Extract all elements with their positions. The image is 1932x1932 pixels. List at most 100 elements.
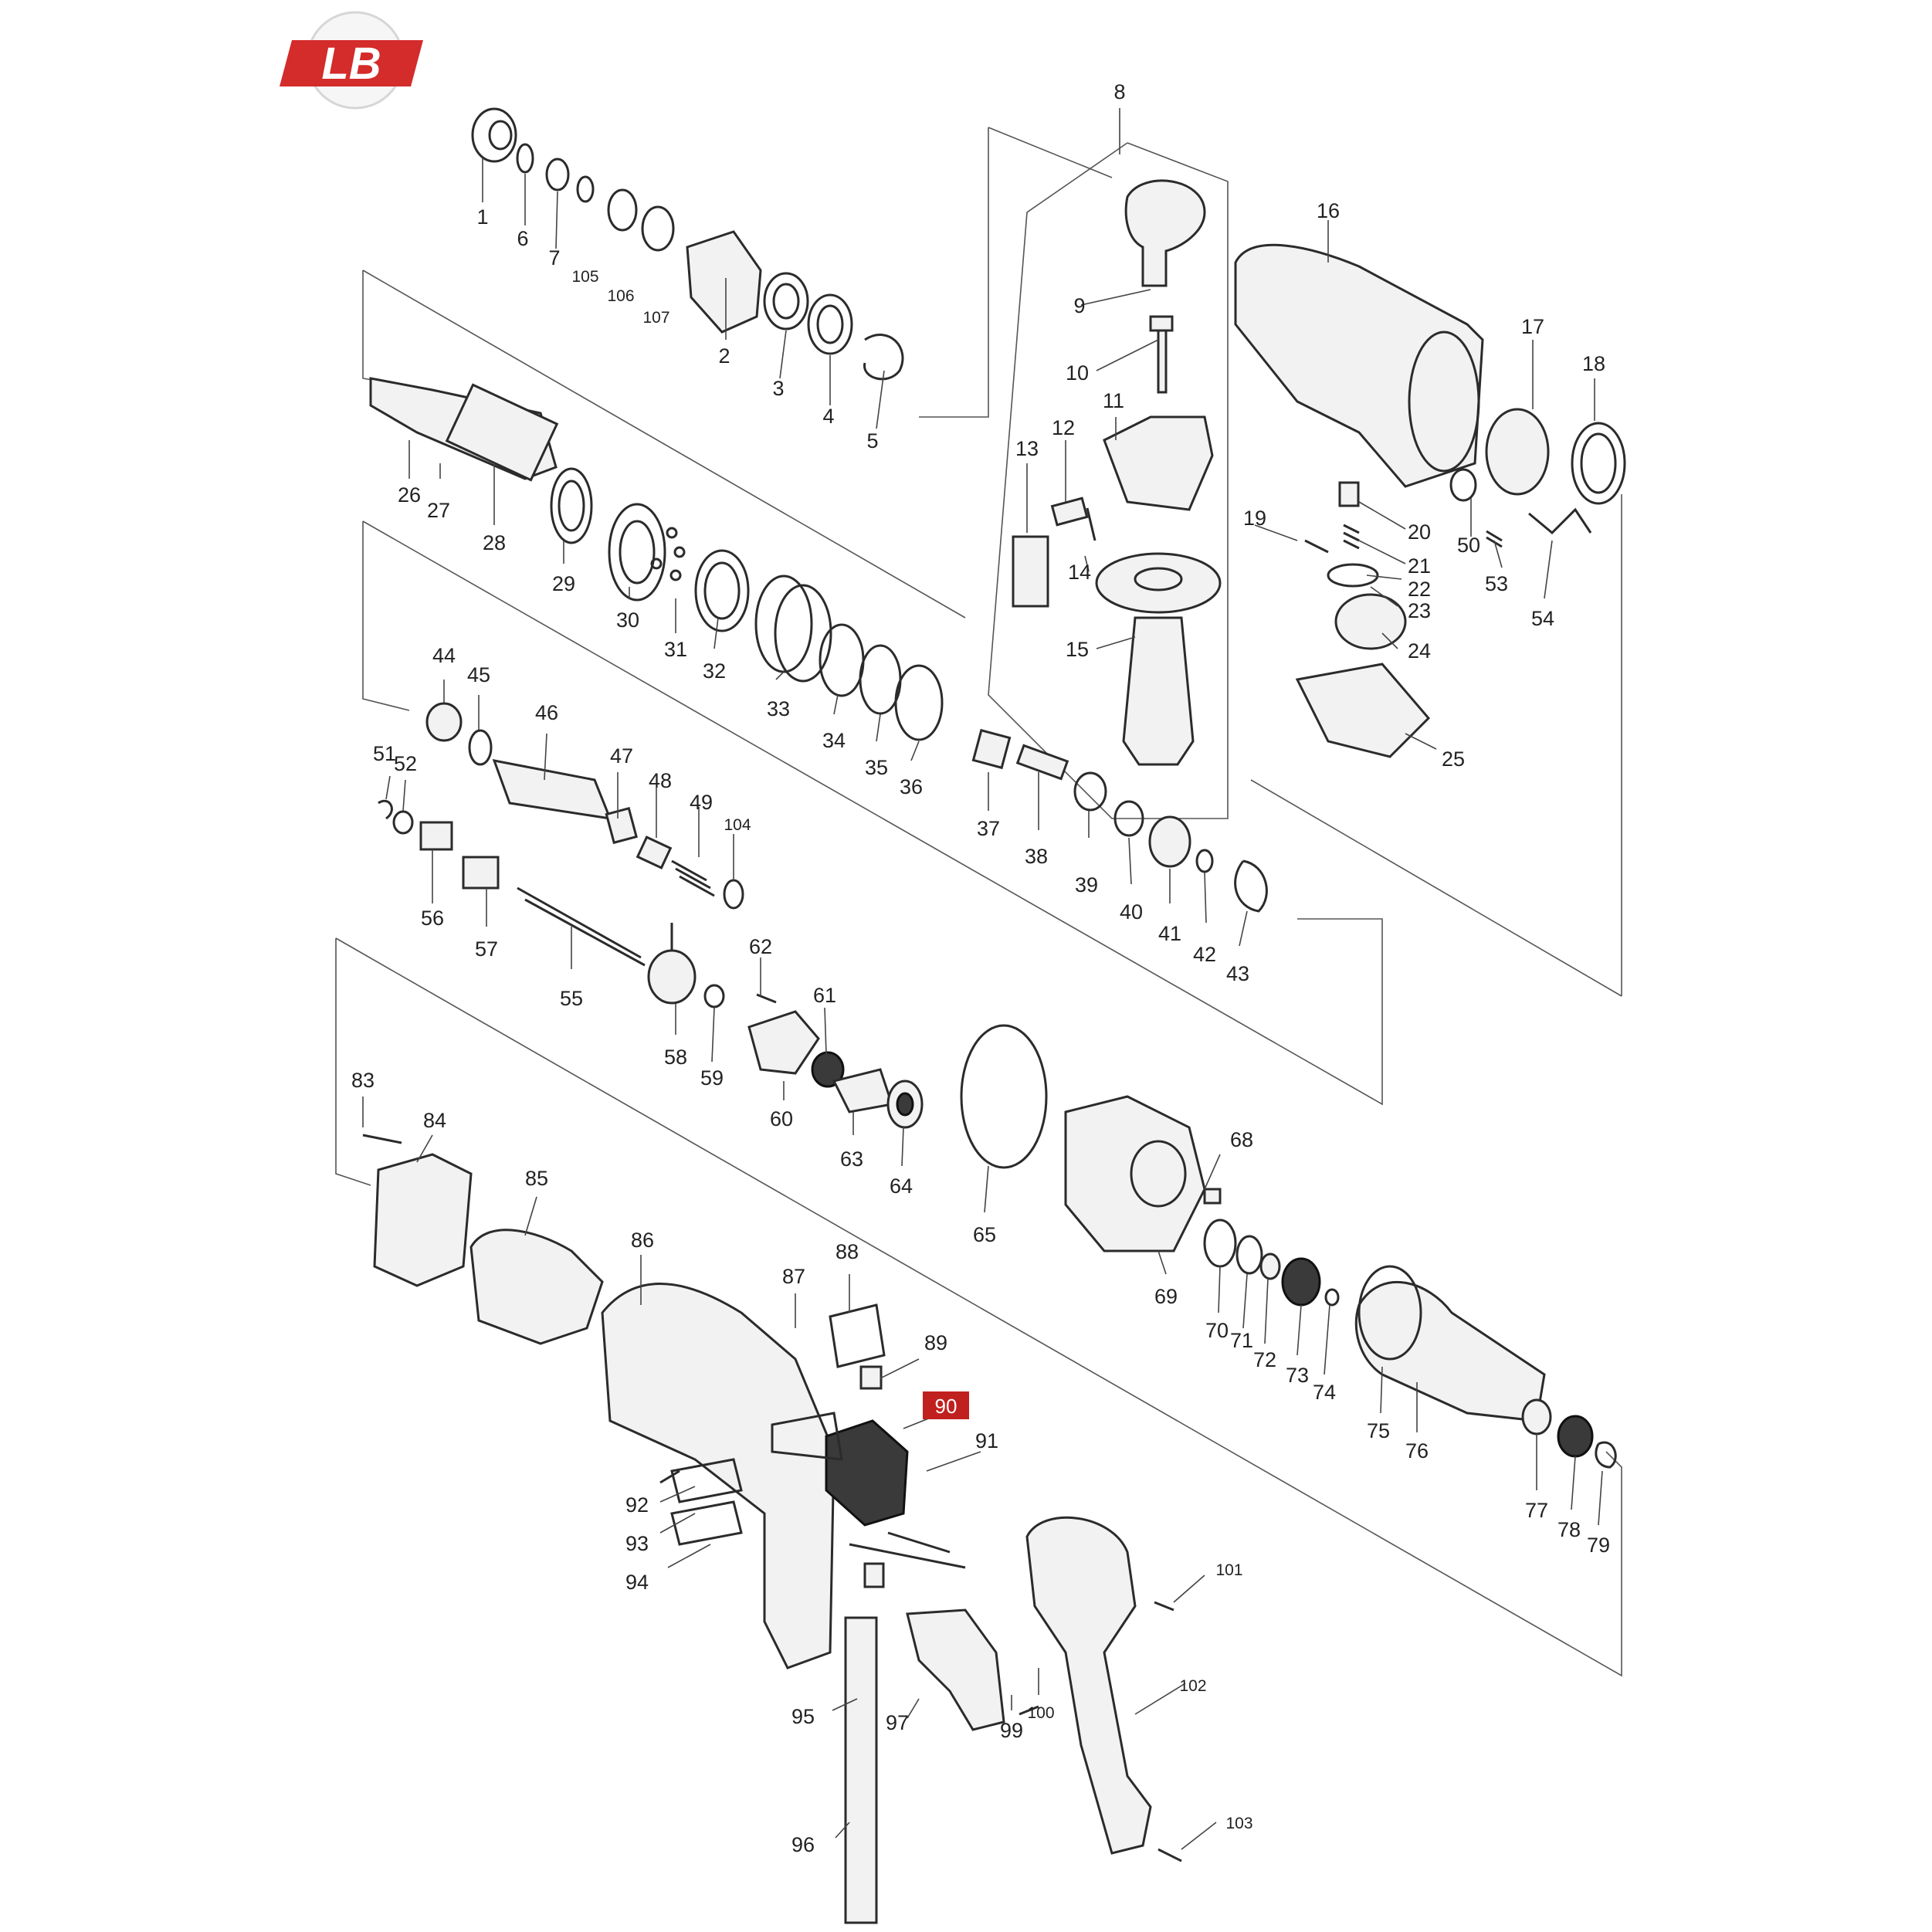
parts-row-1 [471,107,904,381]
part-label-78: 78 [1557,1518,1581,1541]
logo-text: LB [321,39,381,89]
part-label-13: 13 [1015,437,1039,460]
part-label-36: 36 [900,775,923,798]
part-label-71: 71 [1230,1329,1253,1352]
part-label-1: 1 [476,205,488,229]
part-label-42: 42 [1193,943,1216,966]
part-label-85: 85 [525,1167,548,1190]
part-label-9: 9 [1073,294,1085,317]
part-label-23: 23 [1408,599,1431,622]
brand-logo: LB [280,11,423,110]
part-label-69: 69 [1154,1285,1178,1308]
part-label-15: 15 [1066,638,1089,661]
leader-lines [362,108,1603,1850]
part-label-41: 41 [1158,922,1181,945]
part-label-90: 90 [935,1395,958,1418]
part-label-2: 2 [718,344,730,368]
part-label-72: 72 [1253,1348,1276,1371]
part-label-68: 68 [1230,1128,1253,1151]
part-label-10: 10 [1066,361,1089,385]
part-label-32: 32 [703,659,726,683]
part-label-5: 5 [866,429,878,452]
parts-row-3 [378,702,744,1008]
part-label-19: 19 [1243,507,1266,530]
part-labels: 1 6 7 105 106 107 2 3 4 5 8 9 10 11 12 1… [351,80,1610,1856]
part-label-14: 14 [1068,561,1091,584]
part-label-49: 49 [690,791,713,814]
part-label-52: 52 [394,752,417,775]
part-label-3: 3 [772,377,784,400]
part-label-46: 46 [535,701,558,724]
part-label-70: 70 [1205,1319,1229,1342]
part-label-40: 40 [1120,900,1143,924]
part-label-22: 22 [1408,578,1431,601]
part-label-79: 79 [1587,1534,1610,1557]
part-label-91: 91 [975,1429,998,1452]
part-label-33: 33 [767,697,790,720]
part-label-8: 8 [1113,80,1125,103]
part-label-43: 43 [1226,962,1249,985]
part-label-104: 104 [724,816,751,834]
part-label-12: 12 [1052,416,1075,439]
part-label-102: 102 [1179,1677,1206,1695]
part-label-95: 95 [791,1705,815,1728]
part-label-57: 57 [475,937,498,961]
part-label-92: 92 [625,1493,649,1517]
part-label-34: 34 [822,729,846,752]
part-label-29: 29 [552,572,575,595]
part-label-51: 51 [373,742,396,765]
part-label-47: 47 [610,744,633,768]
part-label-94: 94 [625,1571,649,1594]
part-label-62: 62 [749,935,772,958]
part-label-17: 17 [1521,315,1544,338]
part-label-35: 35 [865,756,888,779]
part-label-99: 99 [1000,1719,1023,1742]
parts-row-3-right [971,728,1268,913]
part-label-21: 21 [1408,554,1431,578]
highlight-badge [923,1391,969,1419]
part-label-89: 89 [924,1331,947,1354]
part-label-24: 24 [1408,639,1431,663]
part-label-103: 103 [1225,1815,1252,1832]
part-label-31: 31 [664,638,687,661]
part-label-53: 53 [1485,572,1508,595]
part-label-84: 84 [423,1109,446,1132]
part-label-76: 76 [1405,1439,1429,1463]
part-label-54: 54 [1531,607,1554,630]
part-label-55: 55 [560,987,583,1010]
part-label-63: 63 [840,1147,863,1171]
part-label-39: 39 [1075,873,1098,897]
motor-housing-group [362,1134,1182,1924]
part-label-38: 38 [1025,845,1048,868]
group-frames [335,127,1622,1677]
part-label-58: 58 [664,1046,687,1069]
parts-row-4 [747,993,1617,1469]
part-label-86: 86 [631,1229,654,1252]
part-label-16: 16 [1317,199,1340,222]
part-label-18: 18 [1582,352,1605,375]
part-label-25: 25 [1442,747,1465,771]
part-label-28: 28 [483,531,506,554]
part-label-87: 87 [782,1265,805,1288]
part-label-74: 74 [1313,1381,1336,1404]
part-label-11: 11 [1103,389,1124,412]
part-label-59: 59 [700,1066,724,1090]
part-label-37: 37 [977,817,1000,840]
part-label-4: 4 [822,405,834,428]
side-handle-group [1012,179,1222,766]
part-label-93: 93 [625,1532,649,1555]
part-label-6: 6 [517,227,528,250]
part-label-60: 60 [770,1107,793,1130]
part-label-26: 26 [398,483,421,507]
part-label-77: 77 [1525,1499,1548,1522]
part-label-65: 65 [973,1223,996,1246]
part-label-64: 64 [890,1174,913,1198]
part-label-100: 100 [1027,1704,1054,1722]
part-label-61: 61 [813,984,836,1007]
part-label-44: 44 [432,644,456,667]
part-label-75: 75 [1367,1419,1390,1442]
part-label-56: 56 [421,907,444,930]
part-label-106: 106 [607,287,634,305]
part-label-73: 73 [1286,1364,1309,1387]
part-label-7: 7 [548,246,560,269]
